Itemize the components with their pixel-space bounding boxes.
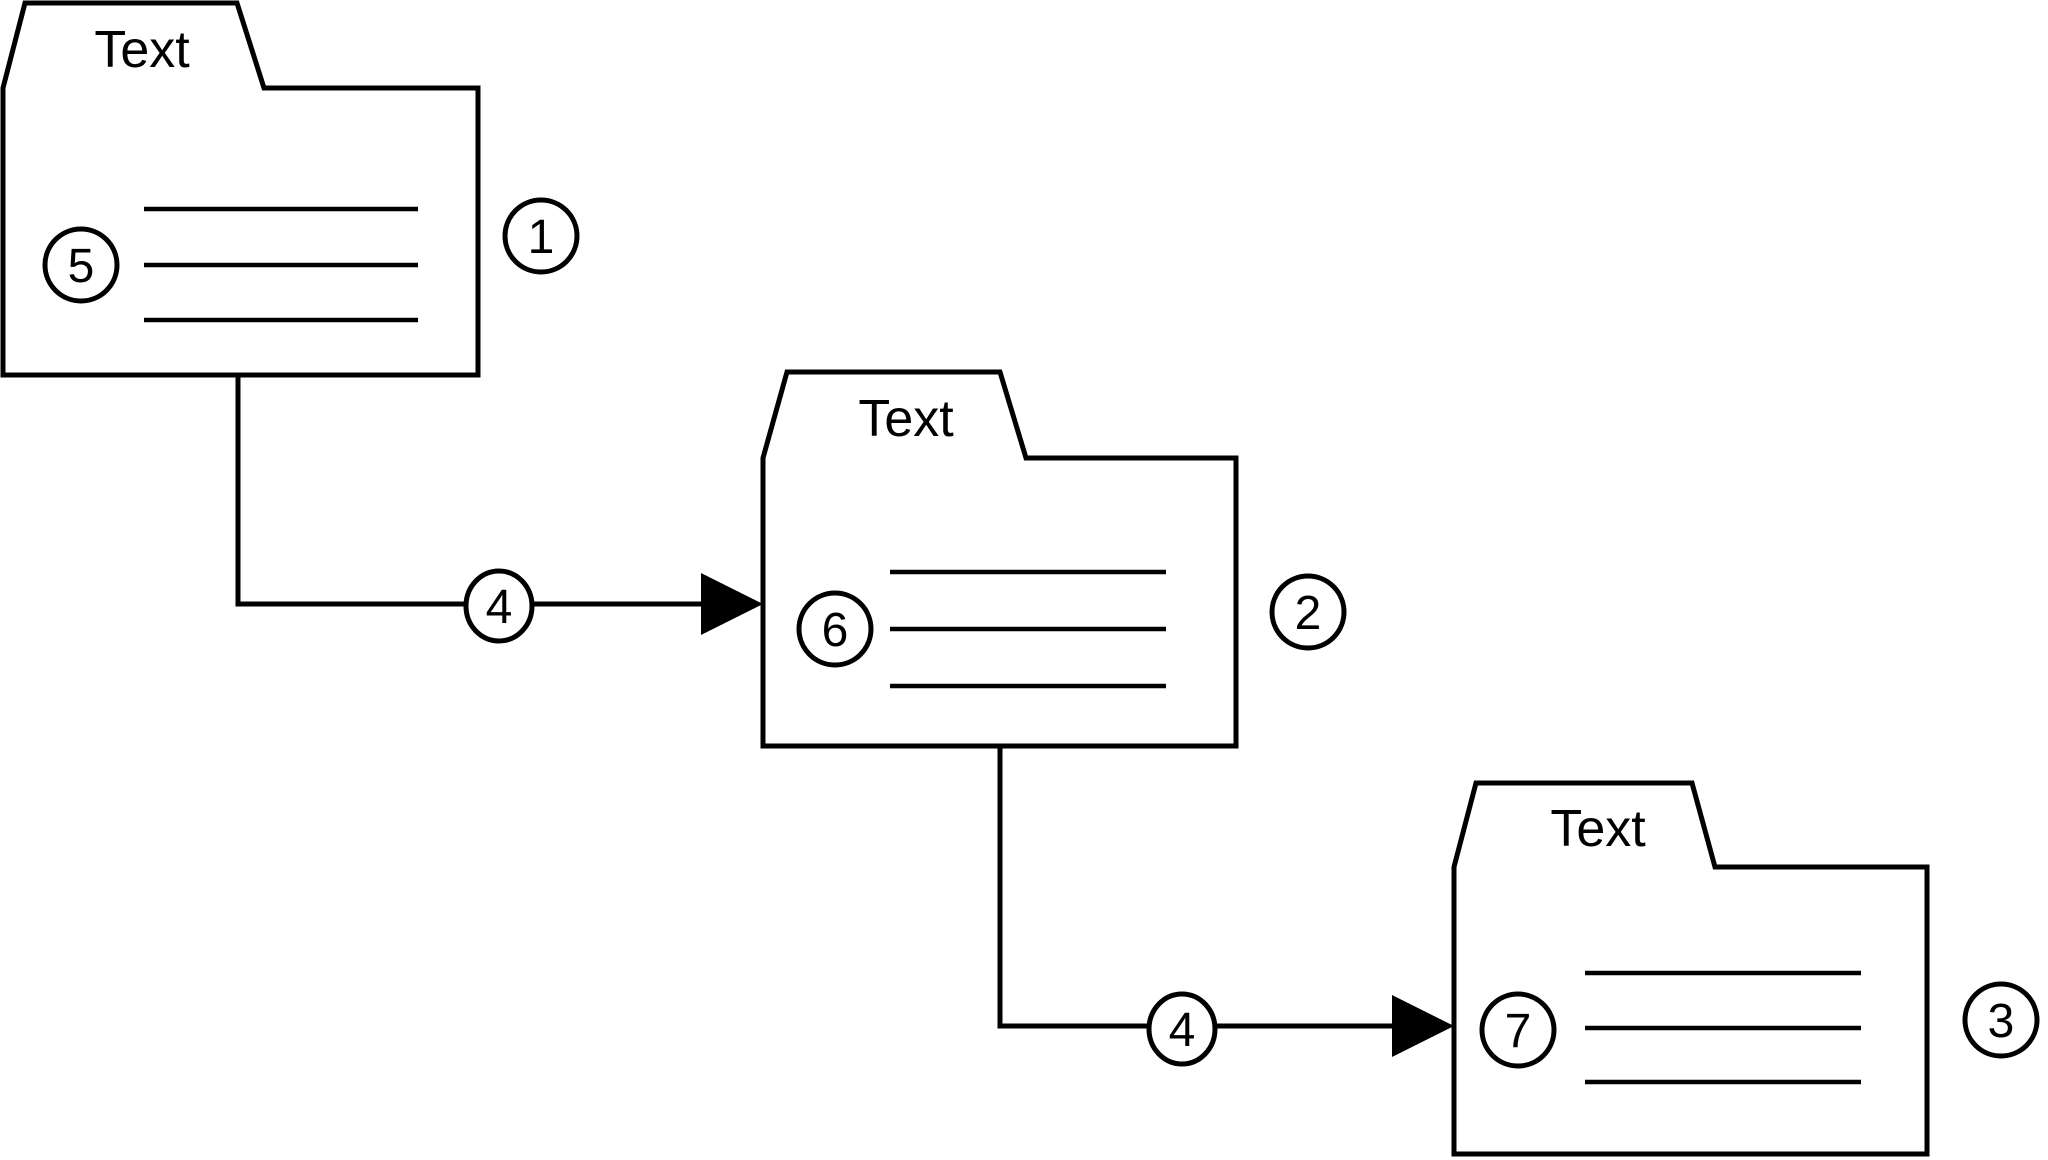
connector-1-badge-circle	[463, 568, 535, 644]
connector-2-arrowhead-icon	[1392, 995, 1454, 1057]
folder-2-side-badge-circle	[1269, 573, 1347, 651]
connector-1-group: 4	[235, 375, 763, 644]
folder-1-side-badge-circle	[502, 197, 580, 275]
connector-2-badge-circle	[1146, 991, 1218, 1067]
connector-1-arrowhead-icon	[701, 573, 763, 635]
folder-2-content-badge-label: 6	[822, 604, 849, 657]
folder-1-content-badge-label: 5	[68, 240, 95, 293]
folder-3-group: Text 7 3	[1451, 780, 2040, 1157]
folder-2-group: Text 6 2	[760, 369, 1347, 749]
folder-1-content-badge-circle	[42, 226, 120, 304]
folder-3-tab-label: Text	[1550, 800, 1646, 858]
connector-1-badge-label: 4	[486, 581, 513, 634]
folder-3-side-badge-circle	[1962, 981, 2040, 1059]
folder-3-content-badge-circle	[1479, 991, 1557, 1069]
connector-2-badge-label: 4	[1169, 1004, 1196, 1057]
folder-1-shape	[0, 0, 481, 378]
folder-2-content-badge-circle	[796, 590, 874, 668]
connector-1-line	[235, 375, 706, 607]
folder-1-side-badge-label: 1	[528, 211, 555, 264]
folder-2-side-badge-label: 2	[1295, 587, 1322, 640]
folder-1-group: Text 5 1	[0, 0, 580, 378]
folder-2-tab-label: Text	[858, 390, 954, 448]
folder-3-content-badge-label: 7	[1505, 1005, 1532, 1058]
folder-1-tab-label: Text	[94, 21, 190, 79]
folder-3-side-badge-label: 3	[1988, 995, 2015, 1048]
folder-2-shape	[760, 369, 1239, 749]
folder-3-shape	[1451, 780, 1930, 1157]
connector-2-group: 4	[997, 746, 1454, 1067]
connector-2-line	[997, 746, 1398, 1029]
